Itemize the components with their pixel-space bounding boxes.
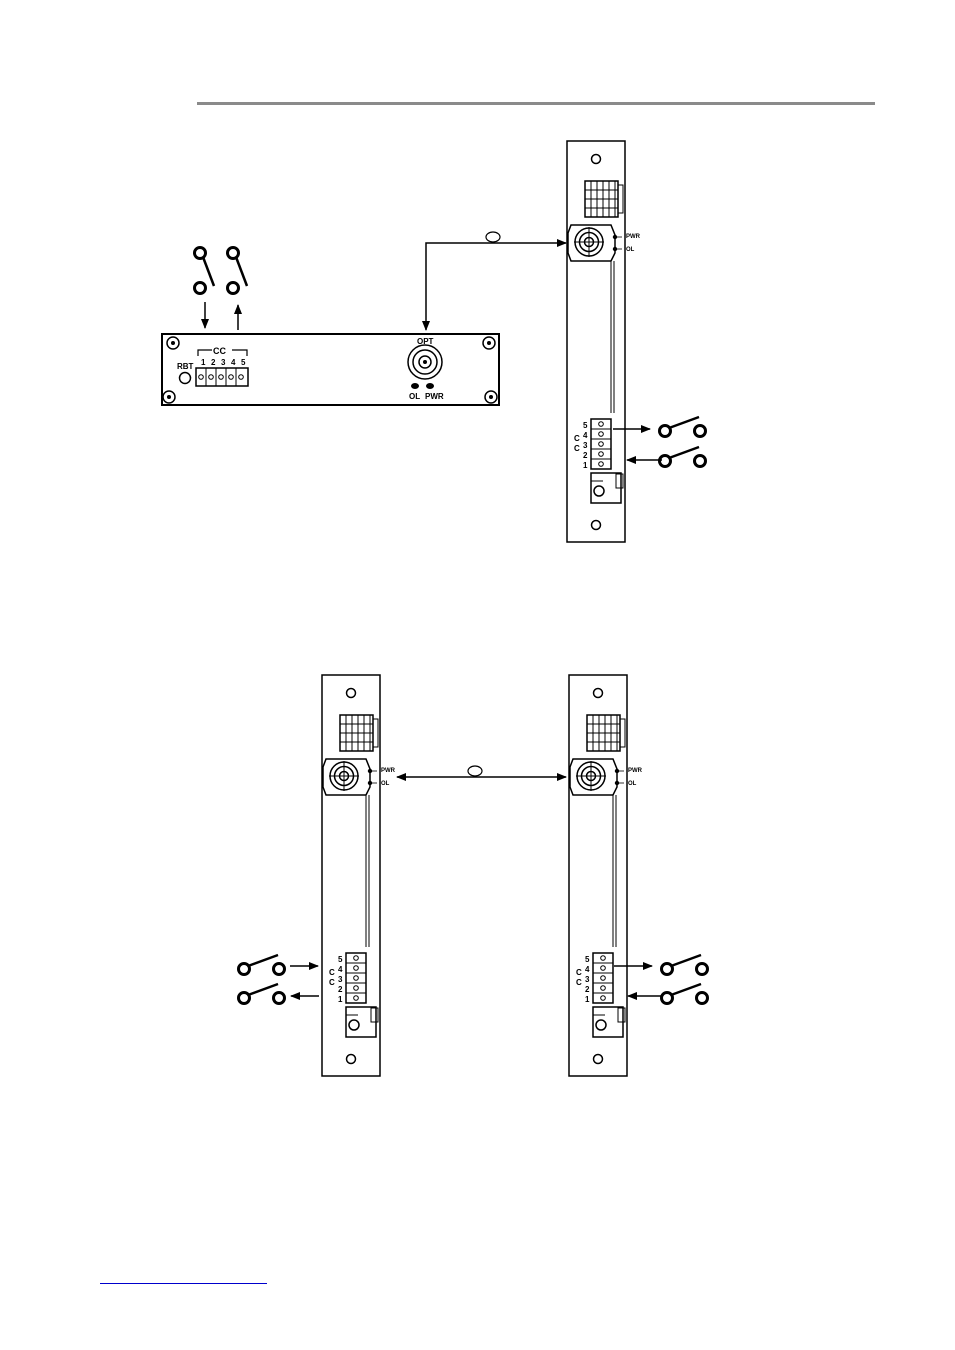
optical-connector (407, 344, 443, 380)
pin-number: 2 (211, 358, 216, 367)
contact-switch (237, 953, 286, 976)
cc-letter: C (576, 978, 582, 987)
rst-label: RBT (177, 362, 194, 371)
ol-label: OL (409, 392, 420, 401)
cc-letter: C (329, 968, 335, 977)
cc-letter: C (574, 444, 580, 453)
contact-switch (660, 982, 709, 1005)
pin-number: 3 (583, 441, 588, 450)
pin-number: 2 (585, 985, 590, 994)
standalone-unit: RBT CC 1 2 3 4 5 OPT OL PWR (161, 333, 500, 406)
pin-number: 4 (585, 965, 590, 974)
rack-card-right: PWR OL 5 4 3 2 1 C C (568, 674, 643, 1077)
pin-number: 1 (338, 995, 343, 1004)
cc-terminal-block (195, 367, 249, 387)
rack-card-top: PWR OL 5 4 3 2 1 C C (566, 140, 641, 543)
contact-switch (193, 246, 216, 295)
footer-link-underline[interactable] (100, 1283, 267, 1284)
cc-letter: C (574, 434, 580, 443)
fiber-label-oval (467, 765, 483, 777)
ol-label: OL (626, 247, 635, 253)
pin-number: 4 (583, 431, 588, 440)
pwr-label: PWR (425, 392, 444, 401)
pin-number: 4 (338, 965, 343, 974)
contact-switch (658, 445, 707, 468)
fiber-label-oval (485, 231, 501, 243)
pwr-label: PWR (626, 234, 641, 240)
pin-number: 1 (583, 461, 588, 470)
pin-number: 5 (241, 358, 246, 367)
pwr-label: PWR (381, 768, 396, 774)
opt-label: OPT (417, 337, 434, 346)
cc-letter: C (329, 978, 335, 987)
contact-switch (660, 953, 709, 976)
ol-led (411, 383, 419, 389)
pin-number: 3 (338, 975, 343, 984)
cc-label: CC (213, 346, 226, 356)
header-rule (197, 102, 875, 105)
rack-card-left: PWR OL 5 4 3 2 1 C C (321, 674, 396, 1077)
pin-number: 2 (583, 451, 588, 460)
ol-label: OL (628, 781, 637, 787)
pin-number: 3 (221, 358, 226, 367)
pwr-led (426, 383, 434, 389)
pin-number: 4 (231, 358, 236, 367)
ol-label: OL (381, 781, 390, 787)
reset-button (178, 371, 192, 385)
pin-number: 1 (585, 995, 590, 1004)
contact-switch (237, 982, 286, 1005)
pin-number: 2 (338, 985, 343, 994)
cc-letter: C (576, 968, 582, 977)
fiber-link (422, 239, 567, 331)
pwr-label: PWR (628, 768, 643, 774)
pin-number: 3 (585, 975, 590, 984)
pin-number: 5 (583, 421, 588, 430)
pin-number: 1 (201, 358, 206, 367)
pin-number: 5 (338, 955, 343, 964)
contact-switch (658, 415, 707, 438)
contact-switch (226, 246, 249, 295)
pin-number: 5 (585, 955, 590, 964)
